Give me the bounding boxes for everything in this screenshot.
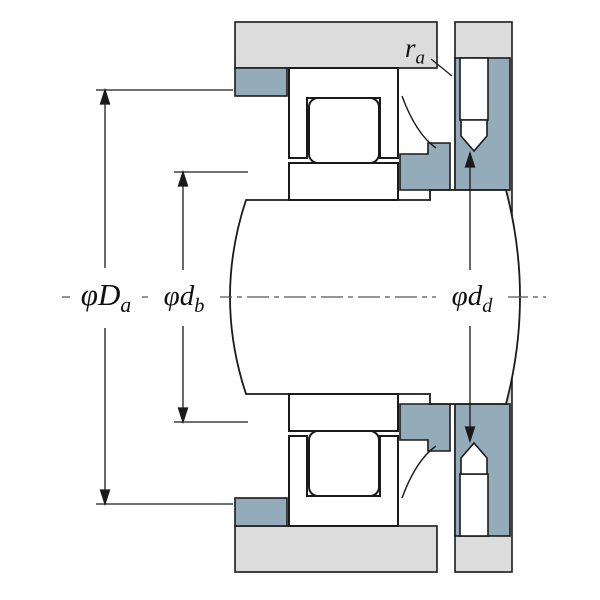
label-phi-db: φdb	[148, 279, 220, 323]
roller-top	[308, 97, 380, 164]
label-phi-db-symbol: φd	[163, 280, 195, 312]
db-arrow-down	[177, 407, 189, 425]
label-phi-dd: φdd	[436, 279, 508, 323]
housing-top-block	[234, 21, 438, 69]
bearing-bottom	[288, 393, 399, 527]
label-ra: ra	[405, 33, 425, 73]
dimension-dd	[464, 150, 476, 444]
right-spacer-bottom	[399, 403, 451, 452]
dimension-Da	[96, 87, 233, 507]
left-spacer-top	[234, 67, 288, 97]
dd-arrow-up	[464, 150, 476, 168]
fillet-arc-top	[401, 95, 437, 149]
label-phi-Da-subscript: a	[120, 293, 132, 318]
locking-clip-bottom	[460, 441, 488, 475]
Da-arrow-down	[99, 489, 111, 507]
outer-ring-top	[288, 67, 399, 159]
label-phi-dd-symbol: φd	[451, 280, 483, 312]
dimension-db	[174, 169, 248, 425]
locking-clip-top	[460, 119, 488, 153]
ra-leader-line	[430, 58, 453, 77]
abutment-rings	[234, 57, 511, 537]
right-spacer-top	[399, 142, 451, 191]
label-phi-db-subscript: b	[194, 294, 205, 317]
label-ra-symbol: r	[405, 33, 416, 63]
bearing-top	[288, 67, 399, 201]
label-ra-subscript: a	[415, 47, 425, 69]
label-phi-Da: φDa	[70, 277, 142, 323]
groove-slot-top	[459, 57, 489, 121]
inner-ring-bottom	[288, 393, 399, 432]
dd-arrow-down	[464, 426, 476, 444]
inner-ring-top	[288, 162, 399, 201]
label-phi-Da-symbol: φD	[80, 277, 121, 312]
groove-slot-bottom	[459, 473, 489, 537]
left-spacer-bottom	[234, 497, 288, 527]
fillet-arc-bottom	[401, 445, 437, 499]
outer-ring-bottom	[288, 435, 399, 527]
label-phi-dd-subscript: d	[482, 294, 493, 317]
roller-bottom	[308, 430, 380, 497]
Da-arrow-up	[99, 87, 111, 105]
snap-ring-groove	[459, 57, 489, 537]
housing-bottom-block	[234, 525, 438, 573]
db-arrow-up	[177, 169, 189, 187]
